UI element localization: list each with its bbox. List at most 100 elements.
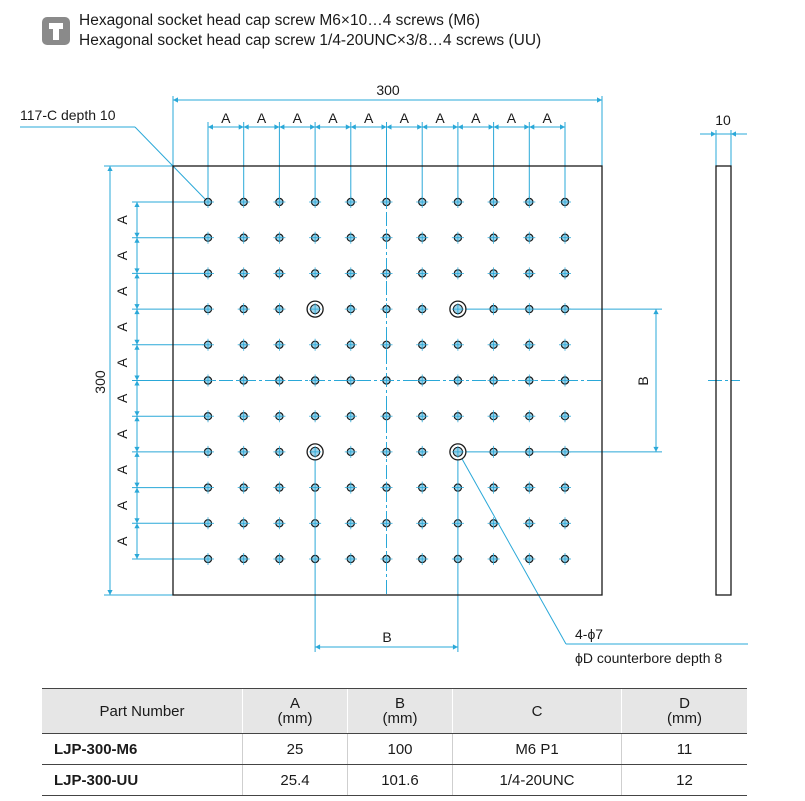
- left-pitch-a-label: A: [114, 215, 130, 225]
- spec-table: Part Number A(mm) B(mm) C D(mm) LJP-300-…: [42, 688, 747, 796]
- left-pitch-arrow: [134, 380, 140, 386]
- dimension-labels: 300 10 300 117-C depth 10 B B 4-ϕ7 ϕD co…: [20, 82, 731, 666]
- left-pitch-arrow: [134, 411, 140, 417]
- a-cell: 25: [242, 733, 348, 765]
- left-pitch-a-label: A: [114, 286, 130, 296]
- left-pitch-arrow: [134, 202, 140, 207]
- left-pitch-a-label: A: [114, 500, 130, 510]
- top-pitch-arrow: [310, 124, 316, 130]
- height-arrow-bottom: [107, 590, 113, 595]
- top-pitch-arrow: [386, 124, 392, 130]
- plate-side-view: [715, 165, 732, 596]
- left-pitch-arrow: [134, 268, 140, 274]
- top-pitch-arrow: [381, 124, 387, 130]
- top-pitch-arrow: [524, 124, 530, 130]
- left-pitch-arrow: [134, 309, 140, 315]
- top-pitch-arrow: [529, 124, 535, 130]
- top-pitch-arrow: [560, 124, 565, 130]
- top-pitch-a-label: A: [507, 110, 517, 126]
- dimension-lines: [20, 96, 748, 652]
- c-cell: M6 P1: [452, 733, 622, 765]
- top-pitch-a-label: A: [293, 110, 303, 126]
- top-pitch-arrow: [274, 124, 280, 130]
- screw-icon: [42, 17, 70, 45]
- part-number-cell: LJP-300-UU: [42, 764, 243, 796]
- left-pitch-a-label: A: [114, 393, 130, 403]
- top-pitch-arrow: [243, 124, 249, 130]
- plate-top-view: [172, 165, 603, 596]
- b-cell: 101.6: [347, 764, 453, 796]
- top-pitch-arrow: [279, 124, 285, 130]
- top-pitch-arrow: [350, 124, 356, 130]
- top-pitch-arrow: [452, 124, 458, 130]
- screw-note-uu: Hexagonal socket head cap screw 1/4-20UN…: [79, 32, 542, 49]
- top-pitch-arrow: [238, 124, 244, 130]
- left-pitch-a-label: A: [114, 322, 130, 332]
- left-pitch-a-label: A: [114, 429, 130, 439]
- col-part-number: Part Number: [42, 688, 243, 734]
- top-pitch-a-label: A: [400, 110, 410, 126]
- plate-drawing: 300 10 300 117-C depth 10 B B 4-ϕ7 ϕD co…: [20, 82, 748, 666]
- counterbore-callout-depth: ϕD counterbore depth 8: [575, 650, 722, 666]
- a-cell: 25.4: [242, 764, 348, 796]
- thickness-10-label: 10: [715, 112, 731, 128]
- left-pitch-arrow: [134, 339, 140, 345]
- top-pitch-a-label: A: [542, 110, 552, 126]
- top-pitch-arrow: [315, 124, 321, 130]
- left-pitch-arrow: [134, 518, 140, 524]
- b-bottom-label: B: [382, 629, 391, 645]
- left-pitch-a-label: A: [114, 250, 130, 260]
- table-header-row: Part Number A(mm) B(mm) C D(mm): [42, 688, 747, 734]
- table-row: LJP-300-UU 25.4 101.6 1/4-20UNC 12: [42, 764, 747, 796]
- top-pitch-a-label: A: [221, 110, 231, 126]
- left-pitch-arrow: [134, 375, 140, 381]
- thick-arrow-right: [731, 131, 736, 137]
- col-b: B(mm): [347, 688, 453, 734]
- tap-leader: [134, 126, 206, 200]
- top-pitch-arrow: [345, 124, 351, 130]
- left-pitch-arrow: [134, 482, 140, 488]
- left-pitch-arrow: [134, 554, 140, 559]
- left-pitch-a-label: A: [114, 357, 130, 367]
- left-pitch-arrow: [134, 451, 140, 457]
- width-arrow-left: [173, 97, 178, 103]
- height-300-label: 300: [92, 370, 108, 394]
- left-pitch-arrow: [134, 416, 140, 422]
- d-cell: 11: [621, 733, 747, 765]
- left-pitch-a-label: A: [114, 464, 130, 474]
- top-pitch-arrow: [417, 124, 423, 130]
- width-300-label: 300: [376, 82, 400, 98]
- height-arrow-top: [107, 166, 113, 171]
- b-right-arrow: [653, 446, 659, 452]
- col-d: D(mm): [621, 688, 747, 734]
- thick-arrow-left: [711, 131, 716, 137]
- top-pitch-a-label: A: [364, 110, 374, 126]
- screw-note-m6: Hexagonal socket head cap screw M6×10…4 …: [79, 12, 481, 29]
- left-pitch-arrow: [134, 237, 140, 243]
- col-a: A(mm): [242, 688, 348, 734]
- part-number-cell: LJP-300-M6: [42, 733, 243, 765]
- d-cell: 12: [621, 764, 747, 796]
- b-right-label: B: [635, 376, 651, 385]
- col-c: C: [452, 688, 622, 734]
- b-bottom-arrow: [315, 644, 321, 650]
- counterbore-leader: [460, 456, 567, 645]
- top-pitch-arrow: [493, 124, 499, 130]
- counterbore-callout-qty: 4-ϕ7: [575, 626, 603, 642]
- left-pitch-arrow: [134, 344, 140, 350]
- left-pitch-arrow: [134, 446, 140, 452]
- b-cell: 100: [347, 733, 453, 765]
- top-pitch-a-label: A: [328, 110, 338, 126]
- left-pitch-arrow: [134, 232, 140, 238]
- width-arrow-right: [597, 97, 602, 103]
- table-row: LJP-300-M6 25 100 M6 P1 11: [42, 733, 747, 765]
- b-bottom-arrow: [452, 644, 458, 650]
- left-pitch-arrow: [134, 304, 140, 310]
- tap-callout: 117-C depth 10: [20, 107, 116, 123]
- top-pitch-a-label: A: [471, 110, 481, 126]
- top-pitch-arrow: [422, 124, 428, 130]
- left-pitch-arrow: [134, 273, 140, 279]
- plate-outline: [172, 165, 732, 596]
- top-pitch-arrow: [488, 124, 494, 130]
- b-right-arrow: [653, 309, 659, 315]
